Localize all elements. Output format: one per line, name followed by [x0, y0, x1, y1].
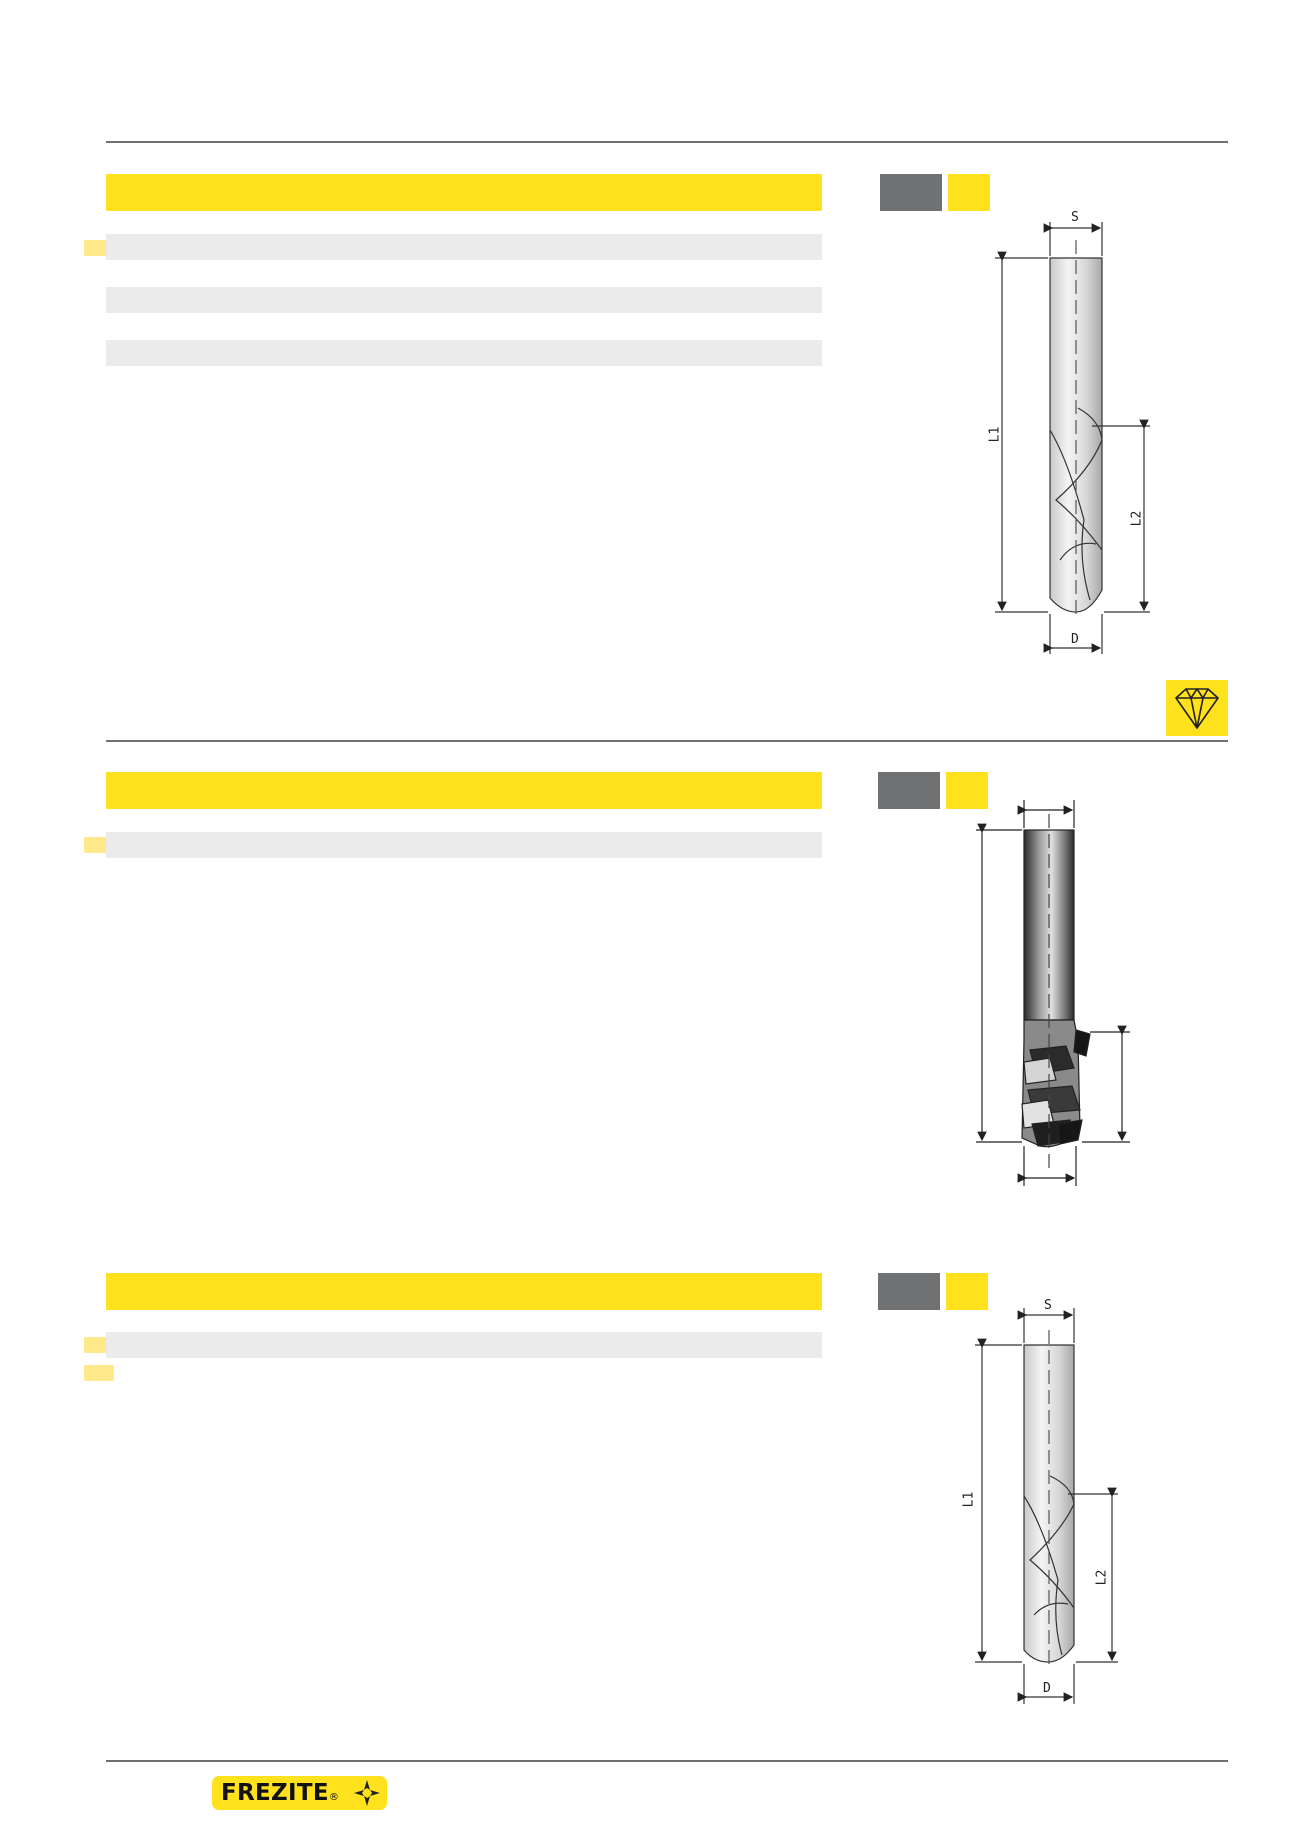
drawing-3-label-l1: L1 — [961, 1491, 977, 1508]
frezite-logo: FREZITE® — [212, 1776, 387, 1810]
section-1-row-2 — [106, 287, 822, 313]
diamond-icon — [1175, 688, 1219, 729]
section-3-row-1 — [106, 1332, 822, 1358]
section-2-grey-header-cell — [878, 772, 940, 809]
drawing-1-label-s: S — [1071, 210, 1079, 225]
section-3-yellow-header-cell — [946, 1273, 988, 1310]
section-3-grey-header-cell — [878, 1273, 940, 1310]
middle-rule — [106, 740, 1228, 742]
section-1-row-1 — [106, 234, 822, 260]
star-cross-icon — [354, 1780, 380, 1806]
brand-name: FREZITE® — [221, 1780, 340, 1806]
section-1-title-bar — [106, 174, 822, 211]
drawing-3-label-s: S — [1044, 1298, 1052, 1313]
tool-drawing-1 — [995, 222, 1150, 654]
diamond-badge — [1166, 680, 1228, 736]
section-1-yellow-header-cell — [948, 174, 990, 211]
section-3-marker-2 — [84, 1365, 114, 1381]
section-1-row-3 — [106, 340, 822, 366]
section-2-title-bar — [106, 772, 822, 809]
drawing-3-label-d: D — [1043, 1681, 1051, 1696]
drawing-1-label-d: D — [1071, 632, 1079, 647]
tool-drawing-3 — [975, 1308, 1118, 1704]
section-2-yellow-header-cell — [946, 772, 988, 809]
top-rule — [106, 141, 1228, 143]
drawing-3-label-l2: L2 — [1094, 1569, 1110, 1586]
section-3-title-bar — [106, 1273, 822, 1310]
section-1-grey-header-cell — [880, 174, 942, 211]
section-2-row-1 — [106, 832, 822, 858]
bottom-rule — [106, 1760, 1228, 1762]
drawing-1-label-l1: L1 — [987, 426, 1003, 443]
drawing-1-label-l2: L2 — [1129, 510, 1145, 527]
tool-drawing-2 — [976, 800, 1130, 1186]
